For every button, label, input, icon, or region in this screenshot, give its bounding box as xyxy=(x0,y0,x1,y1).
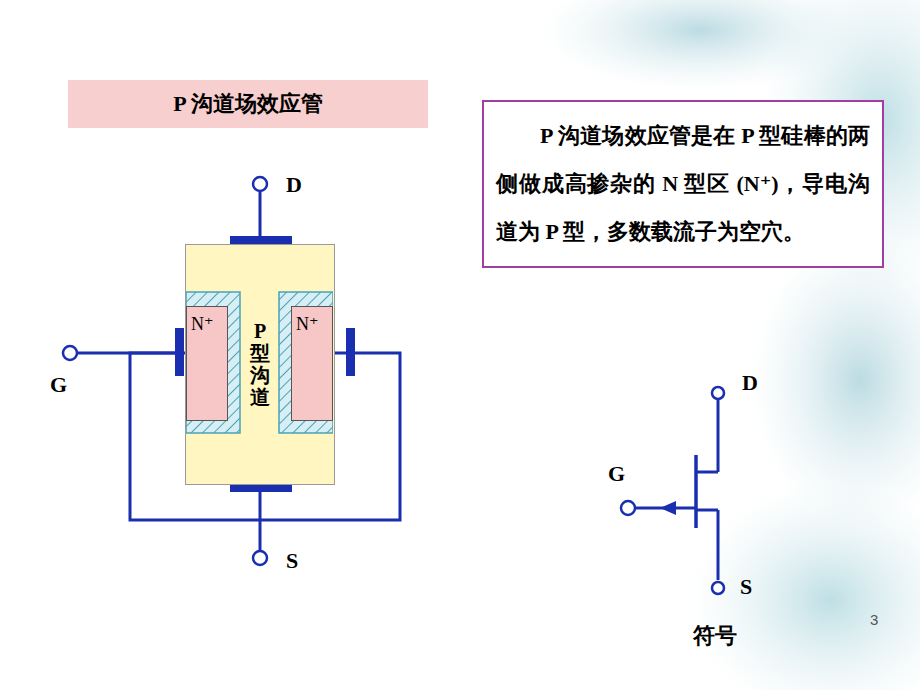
region-label: N⁺ xyxy=(296,313,319,335)
symbol-terminal xyxy=(621,501,635,515)
drain-wire xyxy=(259,192,262,238)
terminal-label: G xyxy=(608,463,625,485)
symbol-terminal xyxy=(712,582,724,594)
drain-contact xyxy=(230,236,292,244)
gate-terminal xyxy=(63,346,77,360)
terminal-label: D xyxy=(742,372,758,394)
title-text: P 沟道场效应管 xyxy=(173,89,323,119)
symbol-drain-lead xyxy=(696,471,718,474)
wash xyxy=(540,0,860,90)
symbol-source-lead xyxy=(717,510,720,580)
terminal-label: S xyxy=(740,576,752,598)
drain-terminal xyxy=(253,177,267,191)
symbol-caption: 符号 xyxy=(693,625,737,647)
region-label: N⁺ xyxy=(191,313,214,335)
source-contact xyxy=(230,484,292,492)
title-band: P 沟道场效应管 xyxy=(68,80,428,128)
symbol-channel xyxy=(694,455,698,528)
symbol-drain-lead xyxy=(717,400,720,472)
p-channel-body: P 型沟道 N⁺ N⁺ xyxy=(185,244,335,485)
note-box: P 沟道场效应管是在 P 型硅棒的两侧做成高掺杂的 N 型区 (N⁺)，导电沟道… xyxy=(482,100,884,268)
wash xyxy=(690,480,920,690)
n-plus-region: N⁺ xyxy=(291,306,333,421)
n-plus-region: N⁺ xyxy=(186,306,228,421)
source-terminal xyxy=(253,551,267,565)
symbol-terminal xyxy=(712,387,724,399)
page-number: 3 xyxy=(870,612,878,627)
terminal-label: G xyxy=(50,374,67,396)
channel-label: P 型沟道 xyxy=(250,320,270,408)
note-text: P 沟道场效应管是在 P 型硅棒的两侧做成高掺杂的 N 型区 (N⁺)，导电沟道… xyxy=(496,112,870,256)
terminal-label: D xyxy=(286,174,302,196)
symbol-source-lead xyxy=(696,509,718,512)
terminal-label: S xyxy=(286,550,298,572)
symbol-gate-arrow xyxy=(660,501,676,515)
